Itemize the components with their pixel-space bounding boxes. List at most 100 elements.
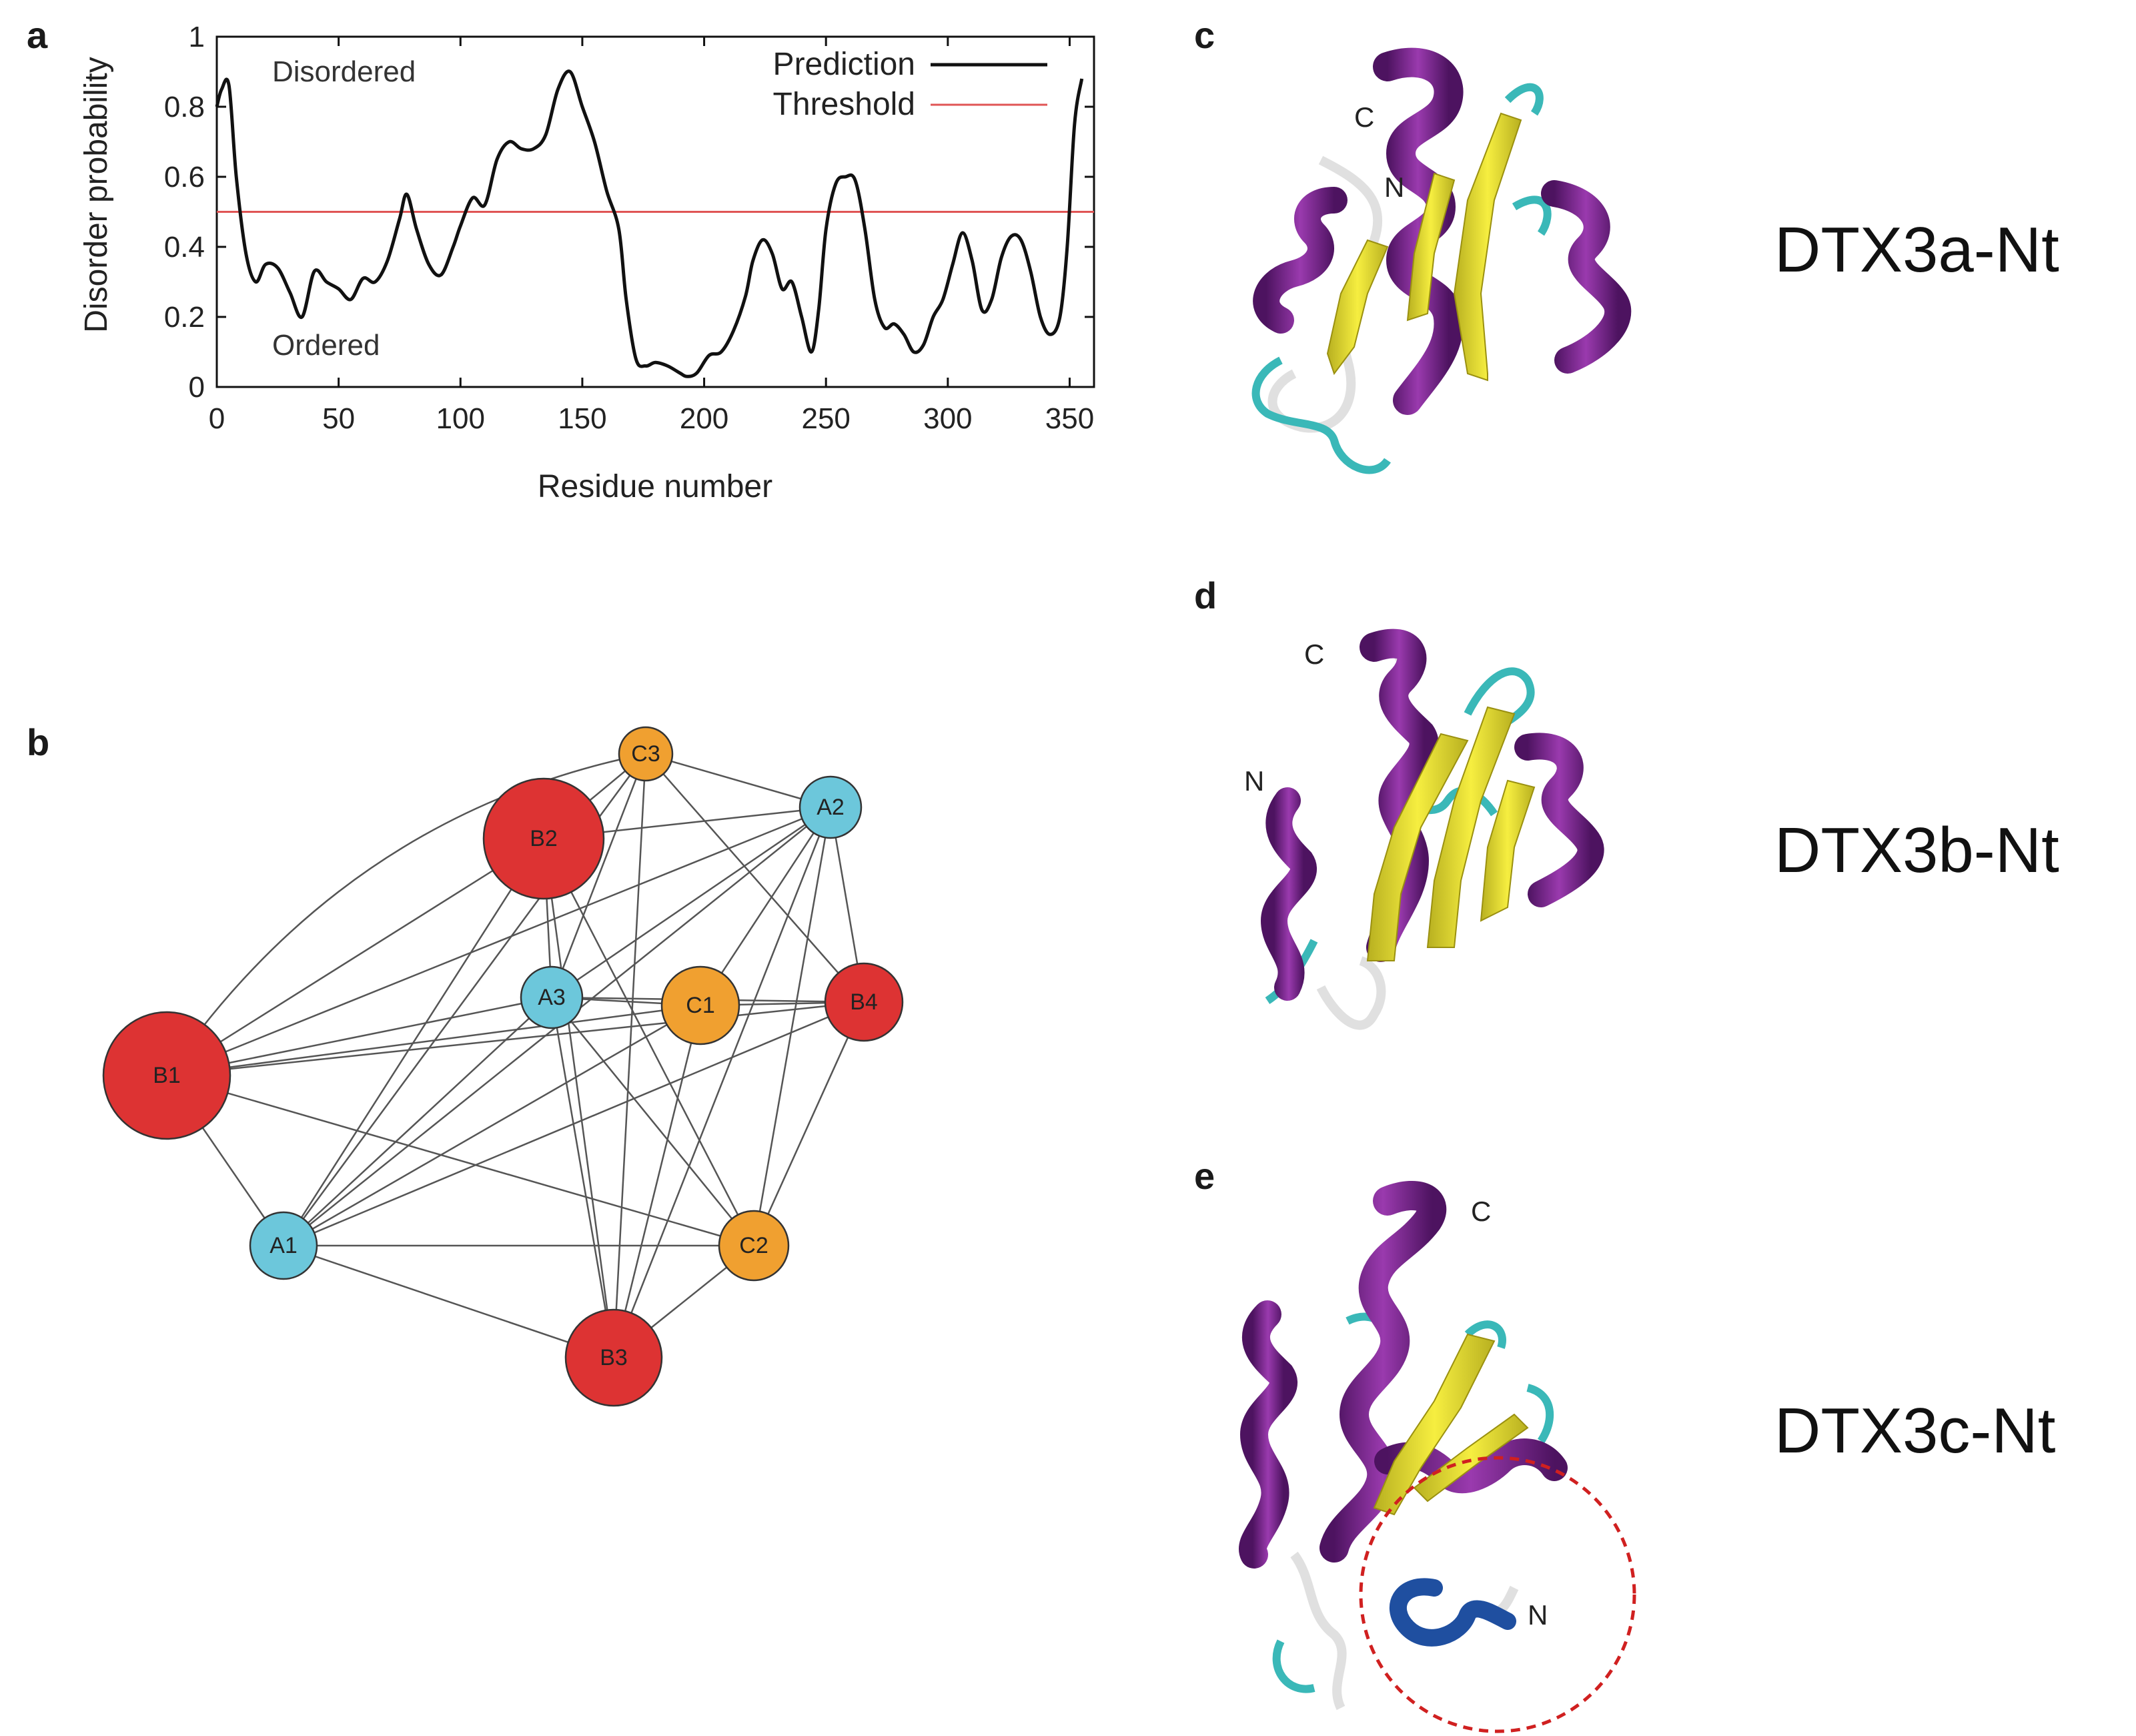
- structure-c-turn-2: [1504, 83, 1552, 236]
- legend-label-threshold: Threshold: [773, 87, 915, 122]
- node-label-A3: A3: [538, 985, 566, 1010]
- node-A3: A3: [520, 965, 584, 1029]
- node-label-A1: A1: [270, 1233, 298, 1258]
- protein-name-dtx3b: DTX3b-Nt: [1774, 815, 2059, 886]
- panel-letter-c: c: [1194, 14, 1215, 56]
- node-circle-B2: [482, 777, 605, 900]
- edge-B4-A1: [283, 1001, 865, 1247]
- x-tick-label: 50: [322, 402, 355, 435]
- structure-e-helix-1: [1319, 1181, 1447, 1563]
- y-tick-label: 0: [189, 371, 205, 404]
- node-C1: C1: [660, 965, 740, 1045]
- structure-c-sheet-2: [1326, 239, 1389, 376]
- disordered-label: Disordered: [272, 55, 416, 88]
- node-circle-B3: [564, 1308, 663, 1407]
- structure-d-coil: [1316, 637, 1408, 1030]
- node-A1: A1: [249, 1211, 318, 1280]
- node-label-A2: A2: [817, 795, 845, 820]
- structure-c-coil: [1267, 155, 1383, 433]
- edge-B1-B4: [166, 1001, 865, 1077]
- x-tick-label: 0: [209, 402, 225, 435]
- structure-e-highlight-circle: [1359, 1456, 1636, 1733]
- edge-A2-B3: [612, 807, 832, 1358]
- legend-label-prediction: Prediction: [773, 47, 915, 82]
- x-tick-label: 150: [558, 402, 606, 435]
- edge-B1-A2: [166, 806, 831, 1077]
- structure-e-sheet-1: [1373, 1333, 1496, 1516]
- structure-c-c-terminus: C: [1354, 101, 1374, 133]
- structure-d-turn-1: [1386, 667, 1535, 818]
- edge-A3-C2: [551, 997, 754, 1246]
- node-circle-A2: [798, 775, 863, 839]
- node-C3: C3: [618, 726, 674, 782]
- edge-B1-C3: [165, 753, 646, 1076]
- panel-letter-e: e: [1194, 1155, 1215, 1197]
- x-axis-title: Residue number: [538, 469, 772, 504]
- node-circle-C3: [618, 726, 674, 782]
- edge-B2-B3: [542, 838, 615, 1358]
- structure-d-sheet-1: [1426, 706, 1516, 948]
- edge-C3-A3: [550, 753, 647, 998]
- node-label-C2: C2: [739, 1233, 768, 1258]
- node-label-B3: B3: [600, 1345, 628, 1370]
- node-A2: A2: [798, 775, 863, 839]
- structure-d-cartoon: C N: [1244, 628, 1604, 1030]
- series-prediction-line: [215, 69, 1084, 378]
- x-tick-label: 100: [436, 402, 485, 435]
- edge-B2-C2: [542, 838, 755, 1246]
- node-circle-B4: [824, 962, 904, 1042]
- x-tick-label: 250: [801, 402, 850, 435]
- structure-c-helix-2: [1253, 187, 1348, 334]
- structure-d-sheet-2: [1366, 733, 1469, 961]
- edge-B1-B2: [166, 837, 544, 1077]
- edge-A1-B3: [283, 1244, 614, 1359]
- node-circle-B1: [102, 1011, 231, 1140]
- edge-A3-A1: [283, 997, 552, 1246]
- structure-e-coil: [1290, 1551, 1519, 1711]
- node-circle-C2: [718, 1210, 790, 1282]
- edge-B2-A1: [282, 838, 545, 1246]
- edge-C3-B4: [645, 753, 865, 1003]
- node-label-B1: B1: [153, 1063, 181, 1088]
- structure-d-helix-3: [1514, 733, 1604, 907]
- node-B4: B4: [824, 962, 904, 1042]
- edge-C1-A1: [283, 1004, 701, 1247]
- structure-d-helix-2: [1260, 787, 1317, 1001]
- x-tick-label: 200: [680, 402, 728, 435]
- node-circle-C1: [660, 965, 740, 1045]
- node-C2: C2: [718, 1210, 790, 1282]
- x-tick-label: 300: [923, 402, 972, 435]
- structure-c-helix-1: [1373, 47, 1464, 415]
- edge-A2-A3: [551, 806, 831, 999]
- y-tick-label: 0.8: [164, 91, 205, 123]
- node-B3: B3: [564, 1308, 663, 1407]
- structure-e-turn-1: [1272, 1312, 1554, 1693]
- structure-d-sheet-3: [1480, 779, 1536, 922]
- node-B1: B1: [102, 1011, 231, 1140]
- structure-e-highlight-helix: [1389, 1578, 1516, 1647]
- structure-e-sheet-2: [1413, 1413, 1529, 1502]
- node-label-C3: C3: [631, 741, 660, 767]
- y-tick-label: 1: [189, 21, 205, 53]
- structure-e-helix-2: [1239, 1300, 1297, 1569]
- panel-letter-b: b: [27, 721, 50, 763]
- node-circle-A3: [520, 965, 584, 1029]
- x-tick-label: 350: [1045, 402, 1094, 435]
- edge-B1-C2: [166, 1074, 754, 1247]
- node-label-C1: C1: [686, 993, 714, 1018]
- structure-e-c-terminus: C: [1471, 1196, 1491, 1227]
- structure-d-turn-2: [1265, 939, 1318, 1004]
- structure-c-turn-1: [1251, 356, 1391, 474]
- structure-e-helix-3: [1374, 1438, 1568, 1494]
- y-tick-label: 0.2: [164, 301, 205, 334]
- y-axis-title: Disorder probability: [79, 57, 114, 333]
- y-tick-label: 0.6: [164, 161, 205, 193]
- node-B2: B2: [482, 777, 605, 900]
- chart-series: [215, 69, 1094, 378]
- panel-letter-d: d: [1194, 574, 1217, 616]
- node-label-B2: B2: [530, 826, 558, 851]
